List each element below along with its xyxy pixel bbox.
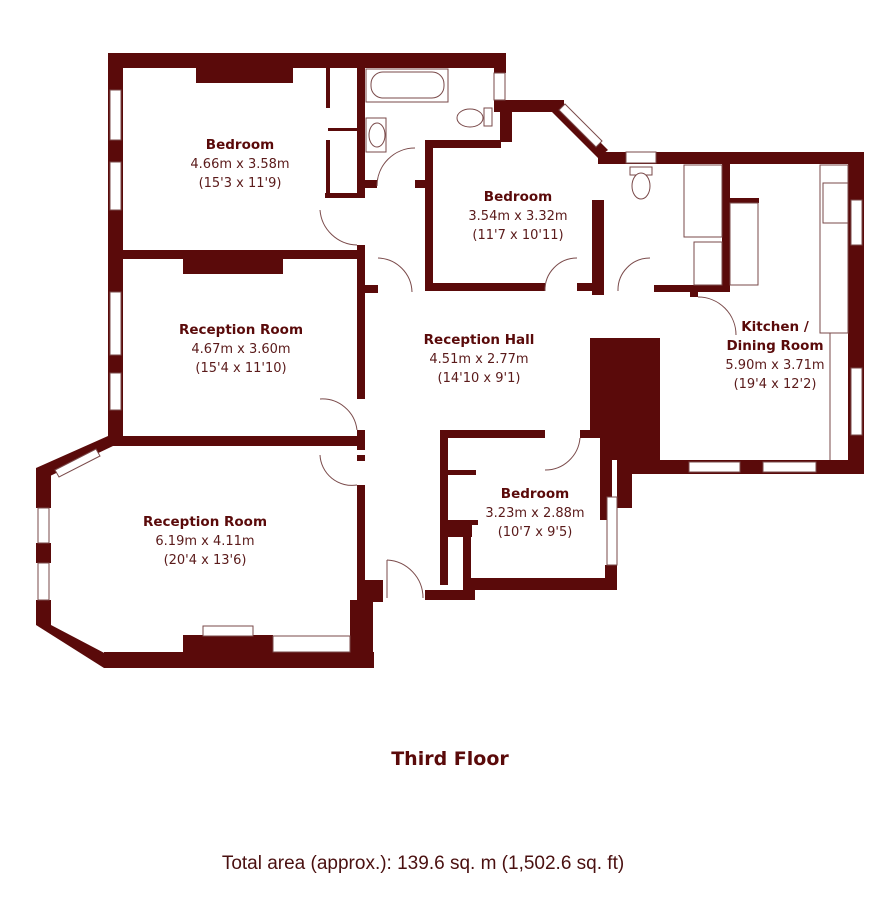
room-metric: 5.90m x 3.71m (725, 358, 825, 373)
room-imperial: (15'3 x 11'9) (198, 176, 282, 191)
room-name: Reception Room (142, 514, 268, 530)
room-metric: 3.23m x 2.88m (485, 506, 585, 521)
room-imperial: (10'7 x 9'5) (497, 525, 573, 540)
room-name: Reception Room (178, 322, 304, 338)
room-metric: 4.67m x 3.60m (191, 342, 291, 357)
room-name: Bedroom (500, 486, 570, 502)
room-name: Kitchen / (741, 319, 809, 335)
room-metric: 3.54m x 3.32m (468, 209, 568, 224)
room-label-reception-room-1: Reception Room 4.67m x 3.60m (15'4 x 11'… (179, 321, 303, 378)
room-name: Reception Hall (423, 332, 535, 348)
room-metric: 4.66m x 3.58m (190, 157, 290, 172)
room-metric: 6.19m x 4.11m (155, 534, 255, 549)
fixtures (202, 68, 849, 637)
room-label-reception-room-2: Reception Room 6.19m x 4.11m (20'4 x 13'… (143, 513, 267, 570)
room-imperial: (19'4 x 12'2) (733, 377, 817, 392)
room-imperial: (15'4 x 11'10) (195, 361, 287, 376)
room-label-reception-hall: Reception Hall 4.51m x 2.77m (14'10 x 9'… (424, 331, 535, 388)
room-name-line2: Dining Room (726, 338, 824, 354)
room-label-bedroom-1: Bedroom 4.66m x 3.58m (15'3 x 11'9) (190, 136, 289, 193)
room-imperial: (11'7 x 10'11) (472, 228, 564, 243)
floor-title: Third Floor (391, 748, 509, 770)
room-imperial: (14'10 x 9'1) (437, 371, 521, 386)
room-name: Bedroom (205, 137, 275, 153)
room-name: Bedroom (483, 189, 553, 205)
room-metric: 4.51m x 2.77m (429, 352, 529, 367)
room-label-bedroom-2: Bedroom 3.54m x 3.32m (11'7 x 10'11) (468, 188, 567, 245)
room-imperial: (20'4 x 13'6) (163, 553, 247, 568)
room-label-kitchen-dining: Kitchen / Dining Room 5.90m x 3.71m (19'… (725, 318, 824, 394)
windows (37, 72, 863, 653)
total-area: Total area (approx.): 139.6 sq. m (1,502… (221, 853, 625, 874)
room-label-bedroom-3: Bedroom 3.23m x 2.88m (10'7 x 9'5) (485, 485, 584, 542)
